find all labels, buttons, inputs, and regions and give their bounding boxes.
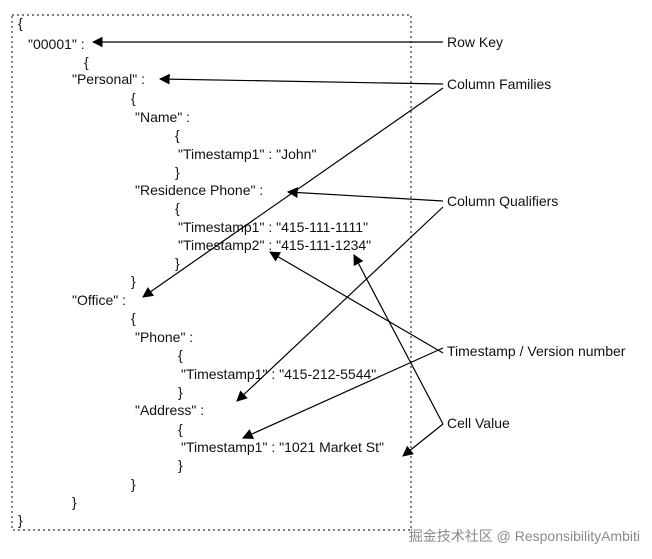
code-line: "Timestamp2" : "415-111-1234" bbox=[178, 237, 371, 253]
code-line: } bbox=[178, 457, 183, 473]
code-line: } bbox=[175, 164, 180, 180]
label-column-qualifiers: Column Qualifiers bbox=[447, 193, 558, 209]
code-line: { bbox=[178, 421, 183, 437]
code-line: { bbox=[84, 54, 89, 70]
code-line: "Timestamp1" : "415-111-1111" bbox=[178, 219, 368, 235]
code-line: { bbox=[18, 15, 23, 31]
label-timestamp-version: Timestamp / Version number bbox=[447, 343, 626, 359]
code-line: "00001" : bbox=[28, 36, 85, 52]
code-line: { bbox=[178, 347, 183, 363]
code-line: } bbox=[131, 273, 136, 289]
code-line: } bbox=[18, 512, 23, 528]
code-line: "Office" : bbox=[72, 292, 126, 308]
code-line: { bbox=[131, 90, 136, 106]
code-line: { bbox=[175, 200, 180, 216]
code-line: "Timestamp1" : "John" bbox=[178, 146, 316, 162]
arrows bbox=[91, 36, 444, 457]
arrow-qualifier-residence-phone bbox=[286, 187, 444, 202]
code-block: { "00001" : { "Personal" : { "Name" : { … bbox=[18, 15, 384, 528]
code-line: { bbox=[131, 310, 136, 326]
arrow-cell-value-phone bbox=[353, 254, 444, 425]
arrow-column-family-personal bbox=[158, 73, 444, 85]
arrow-timestamp-address bbox=[242, 347, 444, 439]
label-column-families: Column Families bbox=[447, 76, 551, 92]
arrow-timestamp-2 bbox=[269, 251, 444, 354]
code-line: } bbox=[131, 476, 136, 492]
code-line: "Name" : bbox=[135, 109, 190, 125]
dotted-border bbox=[11, 14, 412, 531]
code-line: { bbox=[175, 127, 180, 143]
code-line: "Timestamp1" : "1021 Market St" bbox=[181, 439, 384, 455]
code-line: "Personal" : bbox=[72, 71, 145, 87]
code-line: "Address" : bbox=[135, 402, 204, 418]
code-line: } bbox=[178, 384, 183, 400]
label-row-key: Row Key bbox=[447, 34, 503, 50]
code-line: } bbox=[72, 494, 77, 510]
watermark: 掘金技术社区 @ ResponsibilityAmbiti bbox=[409, 528, 640, 544]
code-line: "Phone" : bbox=[135, 329, 193, 345]
arrow-cell-value-address bbox=[402, 423, 444, 457]
label-cell-value: Cell Value bbox=[447, 415, 510, 431]
arrow-qualifier-address bbox=[236, 206, 444, 402]
code-line: } bbox=[175, 255, 180, 271]
code-line: "Timestamp1" : "415-212-5544" bbox=[181, 366, 376, 382]
code-line: "Residence Phone" : bbox=[135, 182, 263, 198]
